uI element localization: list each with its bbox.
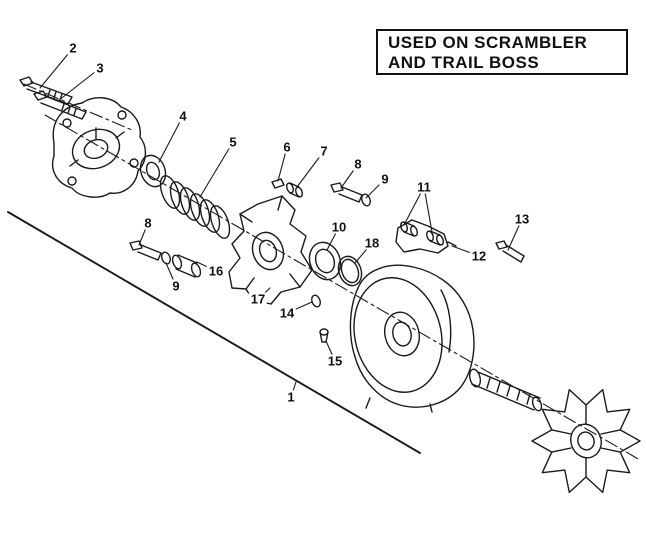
note-line-2: AND TRAIL BOSS [388, 53, 540, 72]
spider-hardware [271, 178, 303, 198]
callout-8: 8 [142, 215, 154, 231]
callout-17: 17 [248, 291, 268, 307]
note-box: USED ON SCRAMBLER AND TRAIL BOSS [376, 29, 628, 75]
callout-4: 4 [177, 108, 189, 124]
callout-12: 12 [469, 248, 489, 264]
callout-9: 9 [379, 171, 391, 187]
callout-14: 14 [277, 305, 297, 321]
callout-18: 18 [362, 235, 382, 251]
callout-1: 1 [285, 389, 297, 405]
callout-8: 8 [352, 156, 364, 172]
assembly-reference-line [7, 211, 421, 454]
callout-9: 9 [170, 278, 182, 294]
callout-13: 13 [512, 211, 532, 227]
callout-5: 5 [227, 134, 239, 150]
spider-bolt-left [129, 240, 202, 278]
callout-6: 6 [281, 139, 293, 155]
callout-10: 10 [329, 219, 349, 235]
drive-shaft [468, 368, 543, 412]
retainer-washer [139, 154, 167, 188]
callout-15: 15 [325, 353, 345, 369]
cover-bolts [19, 76, 87, 120]
callout-16: 16 [206, 263, 226, 279]
callout-7: 7 [318, 143, 330, 159]
pin [319, 328, 329, 343]
callout-3: 3 [94, 60, 106, 76]
clutch-spring [159, 175, 231, 239]
fixed-sheave-fan [531, 388, 641, 494]
callout-2: 2 [67, 40, 79, 56]
bearing [308, 241, 342, 281]
spider-bolt-right [330, 182, 371, 207]
roller-arm-assembly [395, 219, 457, 254]
callout-11: 11 [415, 179, 433, 195]
small-bolt [495, 240, 525, 263]
movable-sheave [349, 264, 475, 413]
center-axis-line [23, 83, 641, 461]
spider [228, 195, 313, 305]
hub-washer [311, 294, 321, 308]
snap-ring [337, 255, 363, 287]
note-line-1: USED ON SCRAMBLER [388, 33, 588, 52]
